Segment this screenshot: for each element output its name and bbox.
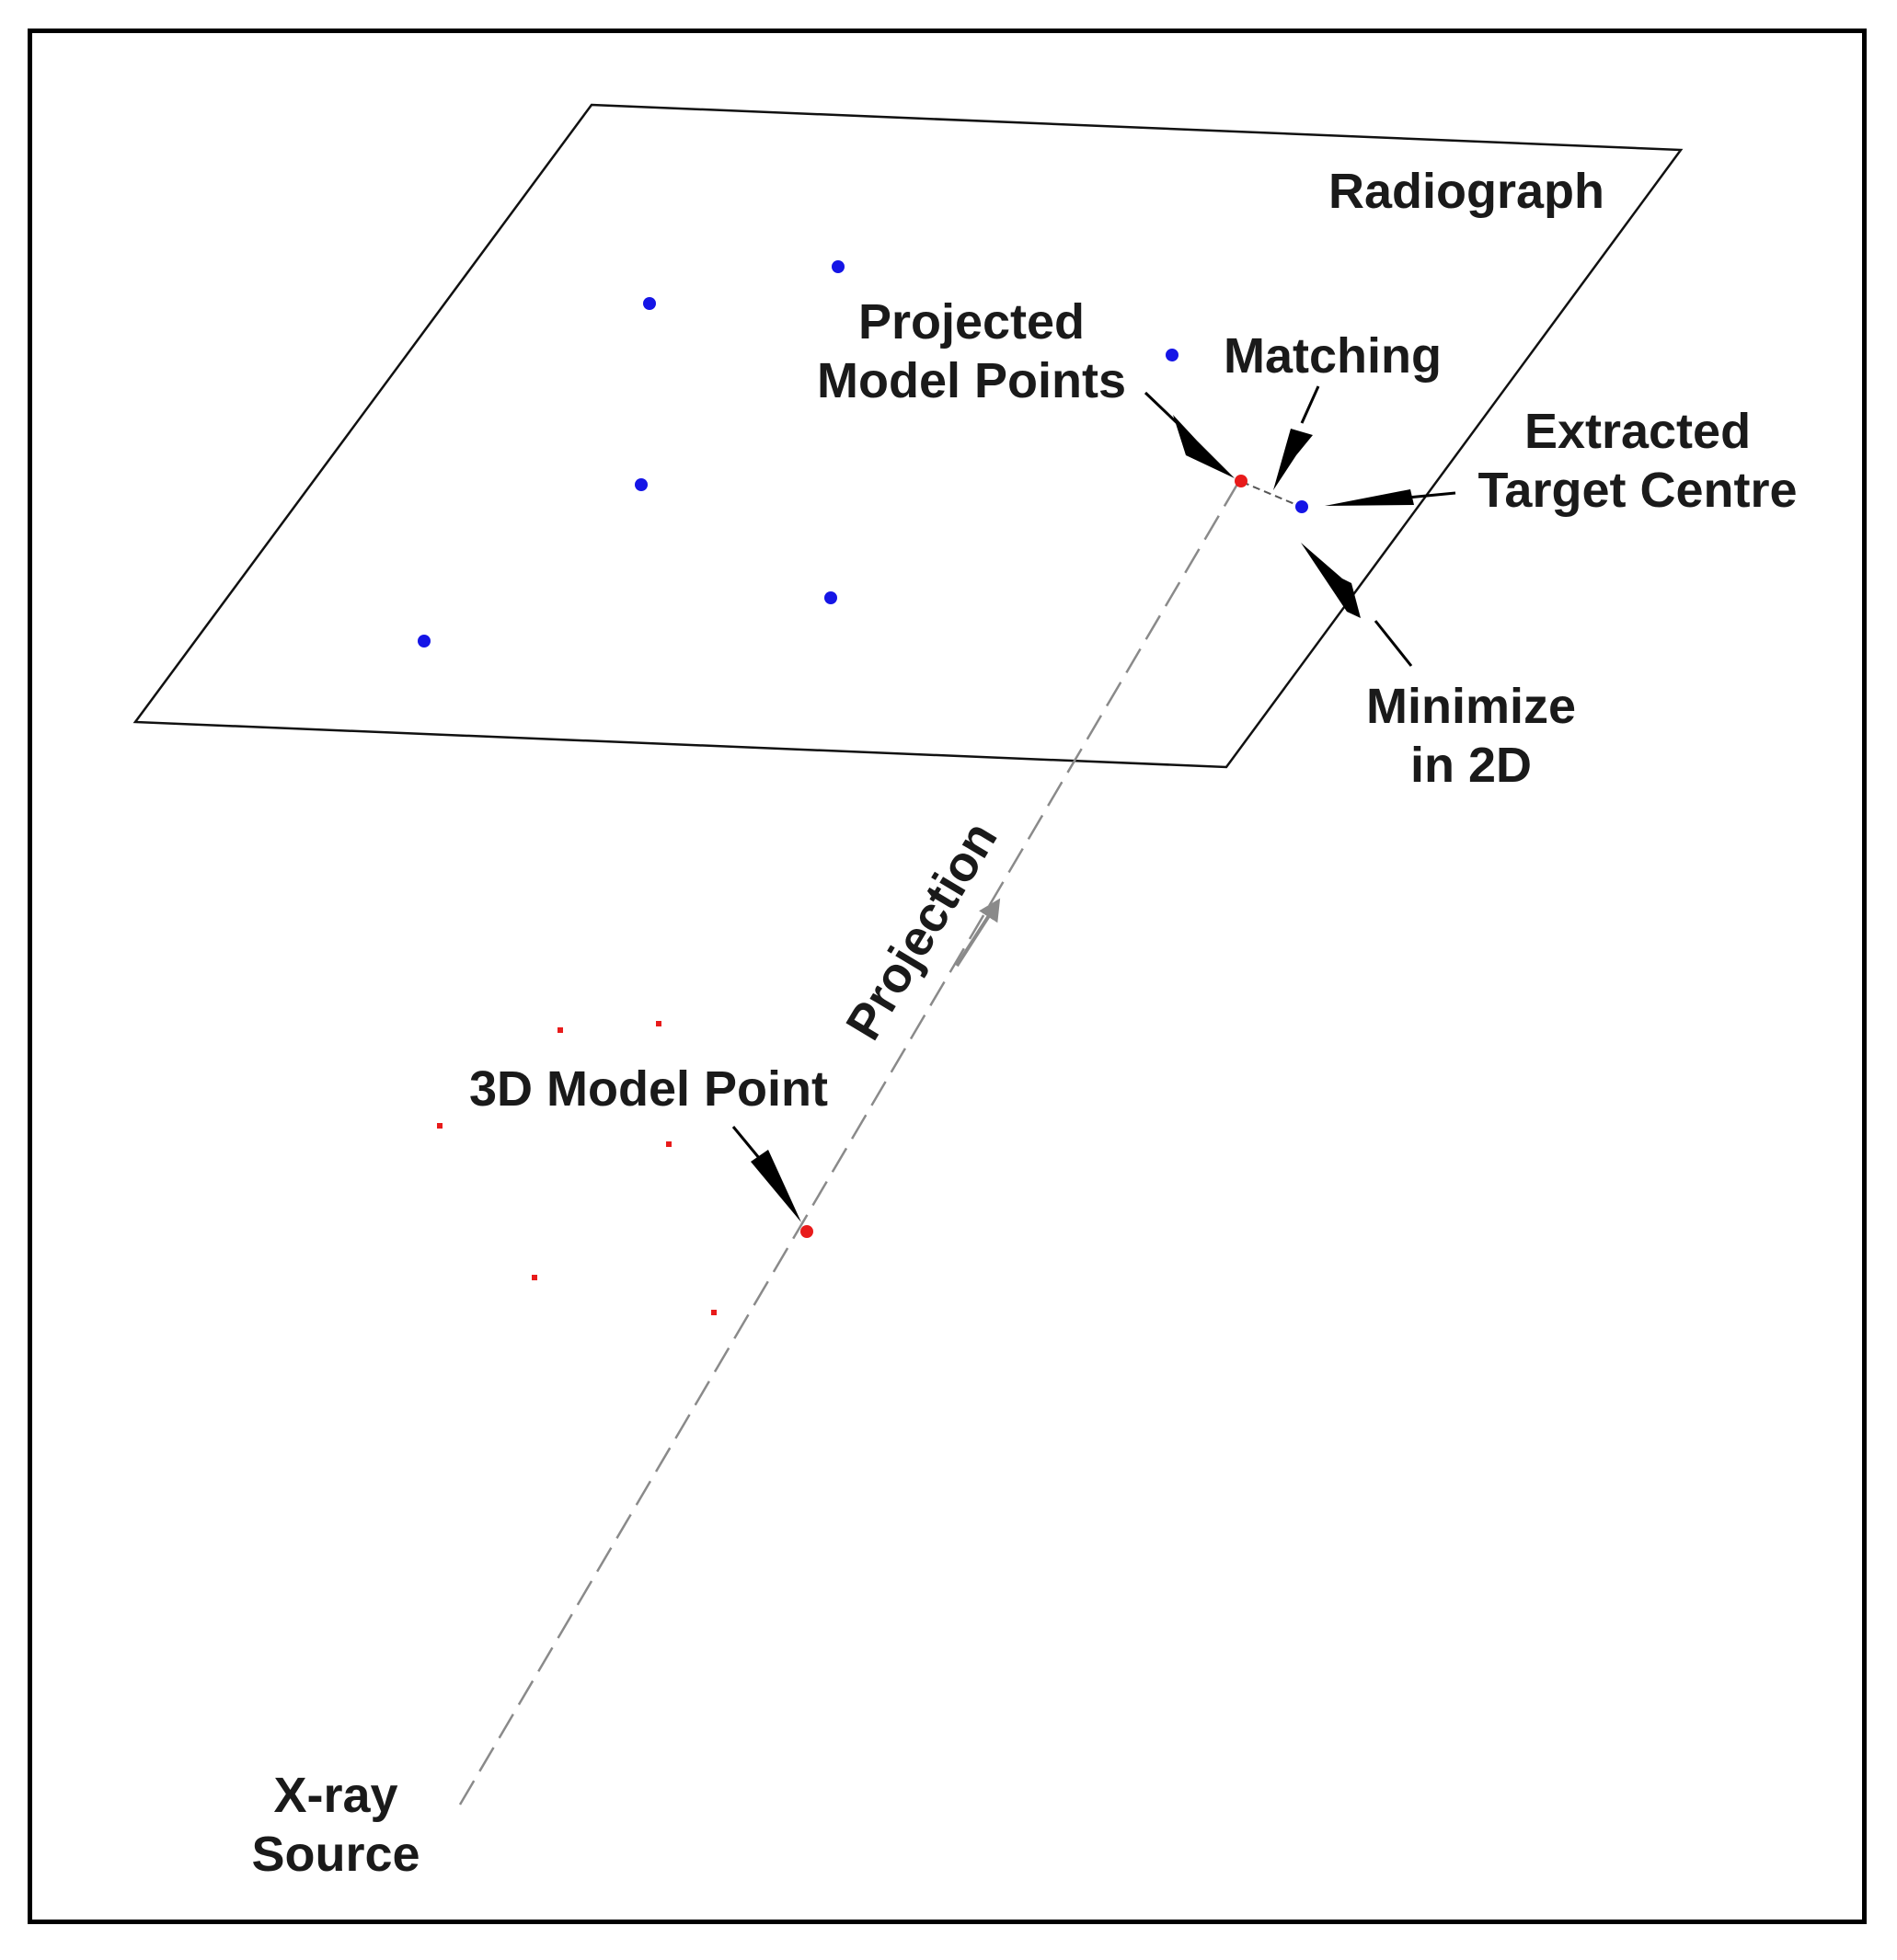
minimize-in-2d-line-1: Minimize xyxy=(1365,679,1577,734)
extracted-target-centre-label: Extracted Target Centre xyxy=(1454,402,1822,520)
model-point-3d-highlighted xyxy=(800,1225,813,1238)
extracted-target-centre-line-2: Target Centre xyxy=(1477,463,1798,518)
minimize-callout xyxy=(1301,543,1413,667)
projection-ray xyxy=(458,480,1241,1805)
model-point-3d xyxy=(656,1021,661,1026)
model-point-3d xyxy=(558,1027,563,1033)
projected-point xyxy=(824,591,837,604)
minimize-in-2d-line-2: in 2D xyxy=(1409,738,1533,793)
diagram-frame xyxy=(28,29,1867,1924)
extracted-target-centre-callout xyxy=(1325,489,1456,506)
projected-model-points-line-1: Projected xyxy=(857,294,1086,350)
projection-direction-arrow xyxy=(955,898,1001,968)
model-point-3d-callout xyxy=(731,1126,801,1222)
model-point-3d xyxy=(666,1141,672,1147)
projected-point xyxy=(832,260,845,273)
minimize-in-2d-label: Minimize in 2D xyxy=(1342,677,1600,795)
projected-model-points-callout xyxy=(1144,391,1235,478)
model-point-3d xyxy=(437,1123,443,1129)
xray-source-line-1: X-ray xyxy=(273,1768,398,1823)
residual-line xyxy=(1241,481,1300,507)
projected-model-point xyxy=(1235,475,1247,487)
model-point-3d xyxy=(532,1275,537,1280)
extracted-target-centre-line-1: Extracted xyxy=(1523,404,1752,459)
projected-model-points-line-2: Model Points xyxy=(817,353,1126,408)
matching-label: Matching xyxy=(1224,328,1442,384)
matching-callout xyxy=(1273,385,1320,490)
projected-point xyxy=(643,297,656,310)
radiograph-plane xyxy=(132,103,1684,769)
xray-source-label: X-ray Source xyxy=(230,1766,442,1884)
model-point-3d xyxy=(711,1310,717,1315)
radiograph-label: Radiograph xyxy=(1328,164,1605,219)
model-point-3d-label: 3D Model Point xyxy=(469,1061,828,1117)
xray-source-line-2: Source xyxy=(251,1827,420,1882)
projected-model-points-label: Projected Model Points xyxy=(806,292,1137,410)
projected-point xyxy=(635,478,648,491)
extracted-target-centre-point xyxy=(1295,500,1308,513)
projected-point xyxy=(1166,349,1178,361)
projected-point xyxy=(418,635,431,648)
